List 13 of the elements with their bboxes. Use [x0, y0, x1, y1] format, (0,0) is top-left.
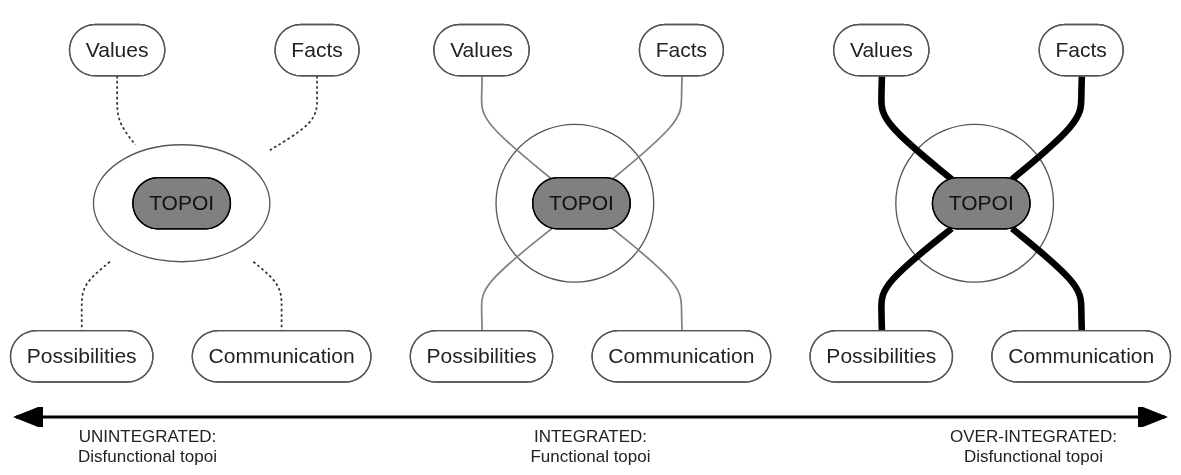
connector [269, 75, 318, 152]
connector [1010, 226, 1086, 332]
cluster [92, 144, 271, 263]
connector [611, 75, 683, 181]
connector [878, 226, 954, 332]
connector [480, 75, 553, 181]
connector [116, 75, 137, 146]
cluster [895, 124, 1055, 283]
scale-label: INTEGRATED: Functional topoi [529, 427, 652, 467]
cluster [495, 124, 655, 283]
connector [1010, 76, 1086, 183]
scale-label: UNINTEGRATED: Disfunctional topoi [77, 427, 218, 467]
scale-label: OVER-INTEGRATED: Disfunctional topoi [949, 427, 1118, 467]
